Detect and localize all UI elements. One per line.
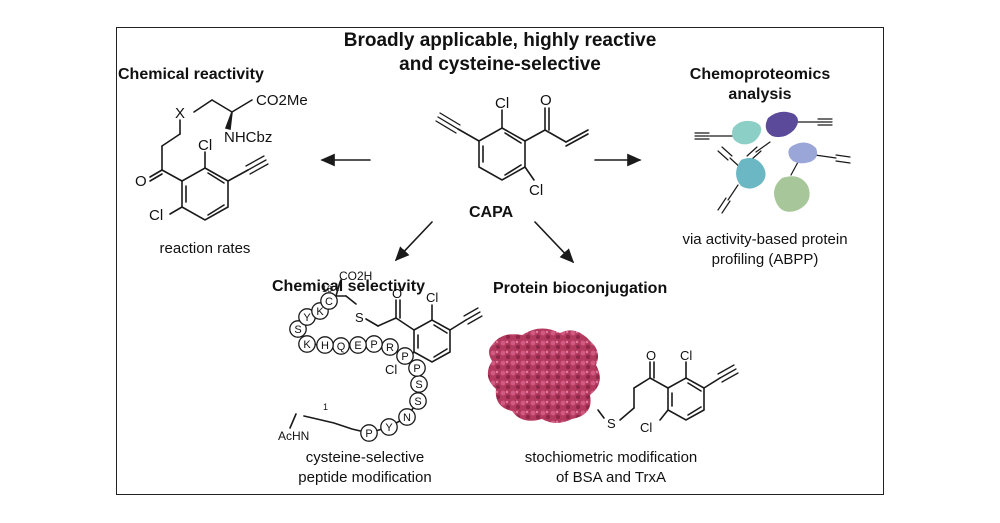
peptide-residue-circle <box>408 359 426 377</box>
protein-teal <box>732 120 762 145</box>
reactivity-structure <box>149 99 269 221</box>
title-line-1: Broadly applicable, highly reactive <box>343 30 657 51</box>
capa-cl-top: Cl <box>495 95 509 112</box>
bsa-o: O <box>646 348 656 363</box>
peptide-residue-letter: P <box>370 339 377 351</box>
caption-bsa-2: of BSA and TrxA <box>555 469 667 486</box>
peptide-residue-circle <box>349 336 367 354</box>
caption-reaction-rates: reaction rates <box>159 240 251 257</box>
peptide-s: S <box>355 310 364 325</box>
caption-abpp-2: profiling (ABPP) <box>711 251 819 268</box>
protein-green <box>774 176 810 212</box>
peptide-residue-circle <box>298 335 316 353</box>
reactivity-cl-top: Cl <box>198 137 212 154</box>
peptide-residue-letter: K <box>303 339 311 351</box>
reactivity-nhcbz: NHCbz <box>224 129 272 146</box>
peptide-residue-letter: S <box>294 324 301 336</box>
protein-blobs <box>732 111 818 212</box>
peptide-residue-circle <box>409 392 427 410</box>
capa-structure <box>435 107 589 181</box>
capa-o: O <box>540 92 552 109</box>
arrow-down-left <box>394 221 433 262</box>
peptide-residue-letter: H <box>321 340 329 352</box>
peptide-residue-circle <box>398 408 416 426</box>
peptide-residue-letter: E <box>354 340 361 352</box>
arrows <box>320 153 642 264</box>
peptide-residue-letter: P <box>413 363 420 375</box>
reactivity-ring <box>181 167 229 221</box>
peptide-residue-letter: P <box>365 428 372 440</box>
bsa-cl-bottom: Cl <box>640 420 652 435</box>
protein-lavender <box>788 142 818 164</box>
atom-labels: Cl O Cl CAPA Cl Cl O X CO2Me NHCbz CO2H … <box>135 92 692 443</box>
caption-peptide-1: cysteine-selective <box>305 449 425 466</box>
reactivity-co2me: CO2Me <box>256 92 308 109</box>
peptide-residue-circle <box>396 347 414 365</box>
arrow-down-right <box>534 221 575 264</box>
caption-abpp-1: via activity-based protein <box>682 231 848 248</box>
heading-protein-bioconjugation: Protein bioconjugation <box>493 280 668 297</box>
peptide-residue-letter: P <box>401 351 408 363</box>
peptide-residue-letter: N <box>403 412 411 424</box>
peptide-residue-circle <box>320 292 338 310</box>
heading-chemoproteomics-2: analysis <box>728 86 792 103</box>
peptide-residue-1: 1 <box>323 402 328 412</box>
peptide-achn: AcHN <box>278 429 309 443</box>
caption-bsa-1: stochiometric modification <box>524 449 698 466</box>
peptide-residue-letter: Q <box>337 341 346 353</box>
bsa-s: S <box>607 416 616 431</box>
peptide-aryl <box>395 299 483 363</box>
caption-peptide-2: peptide modification <box>298 469 432 486</box>
peptide-residue-letter: S <box>415 379 422 391</box>
bsa-aryl <box>597 361 739 421</box>
peptide-residue-letter: Y <box>385 422 393 434</box>
peptide-residue-letter: Y <box>303 312 311 324</box>
peptide-residue-letter: R <box>386 342 394 354</box>
peptide-cl-bottom: Cl <box>385 362 397 377</box>
heading-chemical-selectivity: Chemical selectivity <box>272 278 425 295</box>
reactivity-o: O <box>135 173 147 190</box>
peptide-residue-letter: S <box>414 396 421 408</box>
peptide-residue-16: 16 <box>322 284 332 294</box>
capa-cl-bottom: Cl <box>529 182 543 199</box>
reactivity-cl-bottom: Cl <box>149 207 163 224</box>
peptide-o: O <box>392 286 402 301</box>
protein-cyan <box>736 158 766 189</box>
peptide-cl-top: Cl <box>426 290 438 305</box>
peptide-co2h: CO2H <box>339 269 372 283</box>
peptide-residue-circle <box>289 320 307 338</box>
bsa-cl-top: Cl <box>680 348 692 363</box>
peptide-residue-circle <box>316 336 334 354</box>
capa-ring <box>478 127 526 181</box>
heading-chemoproteomics-1: Chemoproteomics <box>689 66 831 83</box>
heading-chemical-reactivity: Chemical reactivity <box>118 66 264 83</box>
peptide-residue-letter: C <box>325 296 333 308</box>
title-line-2: and cysteine-selective <box>399 54 601 75</box>
peptide-residue-circle <box>380 418 398 436</box>
peptide-residue-circle <box>360 424 378 442</box>
bsa-protein-surface <box>487 328 600 423</box>
capa-name: CAPA <box>469 204 514 221</box>
peptide-residue-letter: K <box>316 306 324 318</box>
reactivity-x: X <box>175 105 185 122</box>
protein-purple <box>765 111 798 138</box>
